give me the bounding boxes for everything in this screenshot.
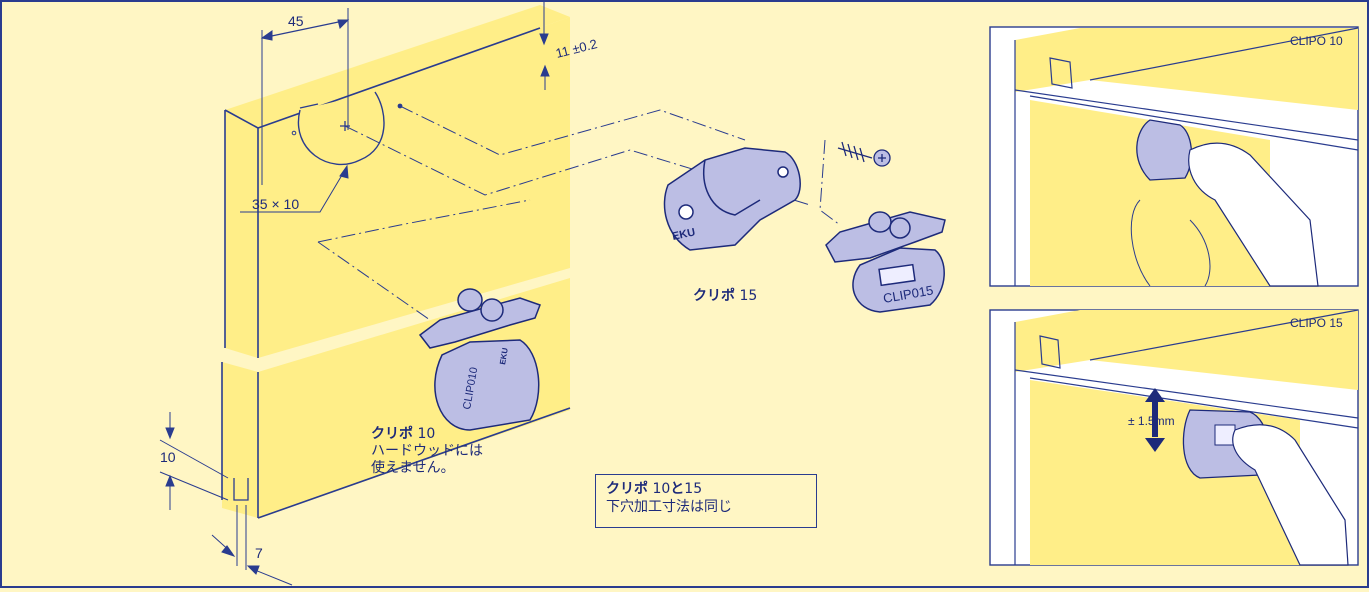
clip15-mounting-plate: EKU (663, 147, 801, 251)
dimension-lines (159, 0, 550, 586)
panel-clipo10 (989, 26, 1359, 287)
adjust-label: ± 1.5mm (1128, 414, 1175, 428)
clip15-label: クリポ 15 (693, 288, 758, 304)
dim-45: 45 (288, 13, 304, 29)
panel-top-title: CLIPO 10 (1290, 34, 1343, 48)
adjust-arrow-icon (1145, 388, 1165, 452)
clip15-part: CLIP015 (825, 211, 946, 313)
dim-7: 7 (255, 545, 263, 561)
plate-brand: EKU (671, 226, 696, 243)
dim-35x10: 35 × 10 (252, 196, 299, 212)
wood-panel (221, 5, 571, 519)
dim-10: 10 (160, 449, 176, 465)
clip10-part: CLIP010 EKU (418, 288, 541, 431)
panel-clipo15 (989, 309, 1359, 566)
screw-icon (837, 141, 891, 167)
panel-bottom-title: CLIPO 15 (1290, 316, 1343, 330)
clip10-brand: EKU (498, 347, 510, 365)
